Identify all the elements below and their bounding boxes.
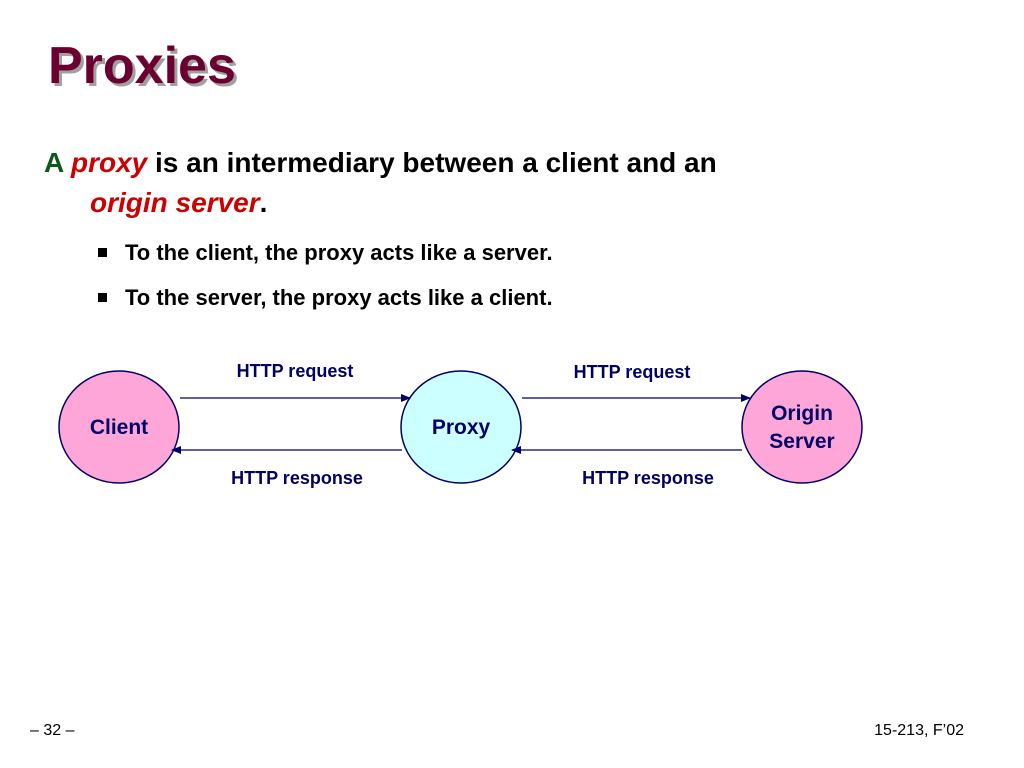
main-point: A proxy is an intermediary between a cli… (44, 143, 924, 223)
term-origin-server: origin server (90, 187, 260, 218)
proxy-node (400, 370, 522, 484)
slide-title: Proxies (48, 37, 236, 95)
bullet-item: To the server, the proxy acts like a cli… (98, 275, 553, 320)
square-bullet-icon (98, 248, 107, 257)
course-label: 15-213, F’02 (874, 722, 964, 739)
square-bullet-icon (98, 293, 107, 302)
left-request-label: HTTP request (237, 361, 354, 381)
client-label: Client (90, 416, 148, 439)
bullet-list: To the client, the proxy acts like a ser… (98, 230, 553, 320)
bullet-item: To the client, the proxy acts like a ser… (98, 230, 553, 275)
bullet-text: To the client, the proxy acts like a ser… (125, 239, 553, 265)
origin-server-label-line2: Server (769, 430, 834, 453)
page-number: – 32 – (30, 722, 75, 739)
origin-server-label-line1: Origin (771, 402, 833, 425)
client-node (58, 370, 180, 484)
origin-server-node (741, 370, 863, 484)
term-proxy: proxy (70, 147, 148, 178)
right-response-label: HTTP response (582, 468, 714, 488)
right-request-label: HTTP request (574, 362, 691, 382)
proxy-label: Proxy (432, 416, 491, 439)
bullet-text: To the server, the proxy acts like a cli… (125, 284, 553, 310)
main-point-line2: origin server. (44, 183, 924, 223)
left-response-label: HTTP response (231, 468, 363, 488)
main-point-period: . (259, 187, 268, 218)
main-point-text: is an intermediary between a client and … (155, 147, 717, 178)
main-point-lead: A (44, 147, 64, 178)
